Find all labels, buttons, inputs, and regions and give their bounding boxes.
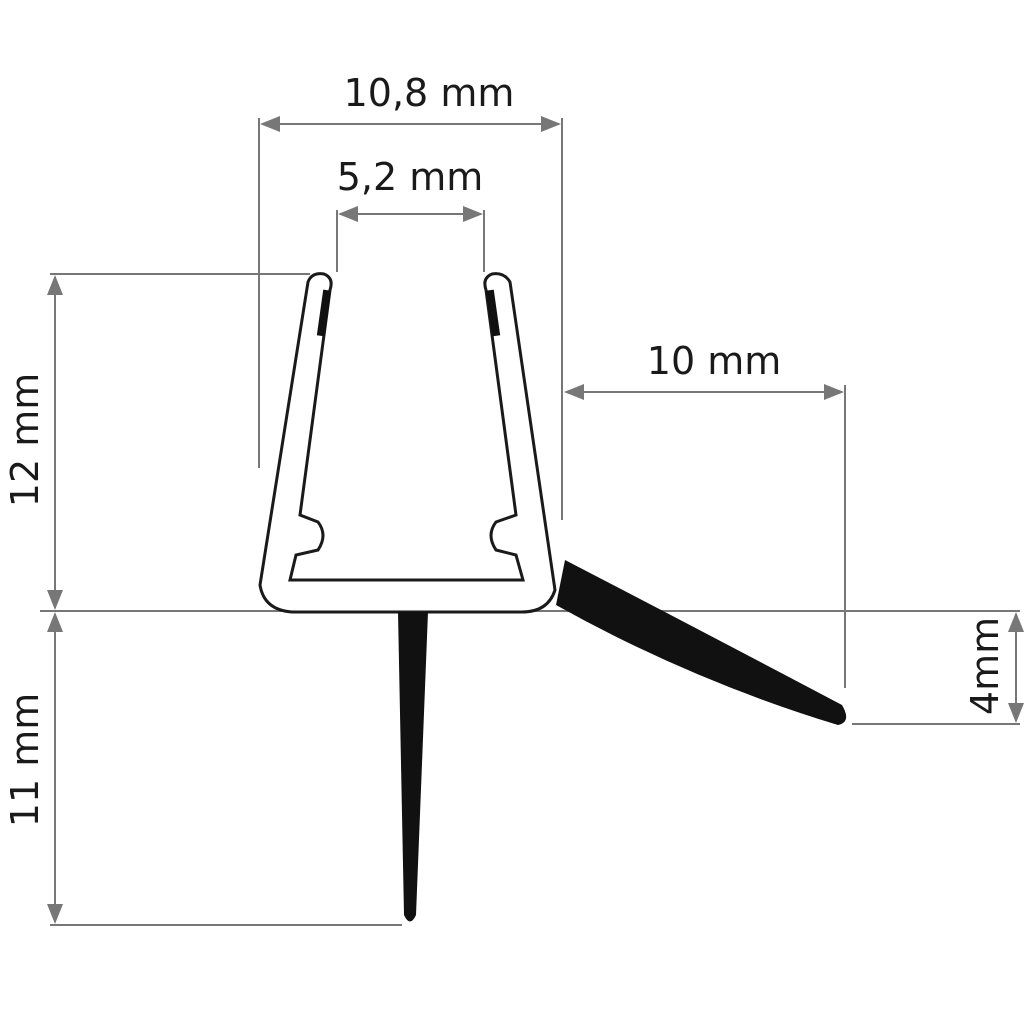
label-lip-width: 10 mm <box>647 339 781 383</box>
label-fin-height: 11 mm <box>3 693 47 827</box>
vertical-fin <box>398 612 428 922</box>
left-magnet-strip <box>316 289 332 337</box>
label-inner-width: 5,2 mm <box>337 155 484 199</box>
right-magnet-strip <box>485 289 501 337</box>
label-outer-width: 10,8 mm <box>344 71 515 115</box>
label-body-height: 12 mm <box>3 373 47 507</box>
drip-lip <box>556 560 847 725</box>
u-channel-profile <box>258 272 557 614</box>
label-lip-height: 4mm <box>963 617 1007 715</box>
